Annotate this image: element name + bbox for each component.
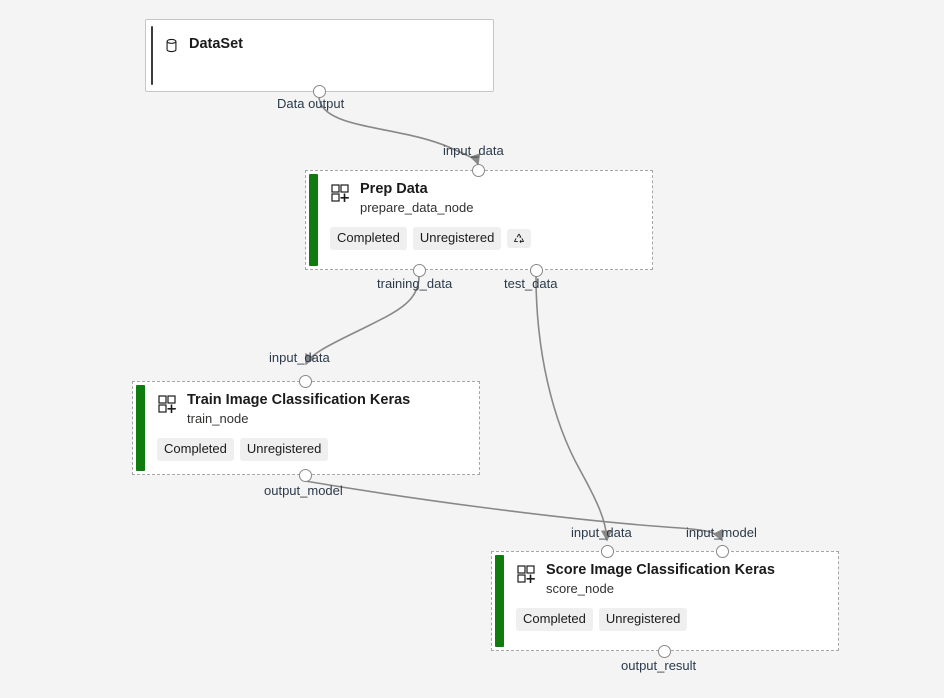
node-score-image-classification-keras[interactable]: Score Image Classification Keras score_n… <box>491 551 839 651</box>
node-subtitle: train_node <box>187 411 249 426</box>
node-badges: Completed Unregistered <box>516 608 826 631</box>
port-train-output-model[interactable] <box>299 469 312 482</box>
port-score-input-data[interactable] <box>601 545 614 558</box>
node-accent-bar <box>309 174 318 266</box>
port-score-output-result[interactable] <box>658 645 671 658</box>
port-label-prep-test-data: test_data <box>504 276 558 291</box>
port-label-prep-training-data: training_data <box>377 276 453 291</box>
node-dataset[interactable]: DataSet <box>145 19 494 92</box>
node-subtitle: prepare_data_node <box>360 200 474 215</box>
recycle-reuse-icon[interactable] <box>507 229 532 248</box>
node-accent-bar <box>495 555 504 647</box>
edge-train-to-score-model <box>304 480 723 542</box>
port-prep-test-data[interactable] <box>530 264 543 277</box>
node-badges: Completed Unregistered <box>330 227 640 250</box>
node-train-image-classification-keras[interactable]: Train Image Classification Keras train_n… <box>132 381 480 475</box>
port-label-score-input-model: input_model <box>686 525 757 540</box>
status-badge-registration: Unregistered <box>412 227 502 250</box>
port-train-input-data[interactable] <box>299 375 312 388</box>
node-accent-bar <box>151 26 153 85</box>
module-grid-plus-icon <box>331 184 349 202</box>
port-label-train-output-model: output_model <box>264 483 343 498</box>
status-badge-completed: Completed <box>516 608 593 631</box>
port-prep-training-data[interactable] <box>413 264 426 277</box>
status-badge-registration: Unregistered <box>239 438 329 461</box>
node-prep-data[interactable]: Prep Data prepare_data_node Completed Un… <box>305 170 653 270</box>
node-badges: Completed Unregistered <box>157 438 467 461</box>
status-badge-registration: Unregistered <box>598 608 688 631</box>
node-title: Score Image Classification Keras <box>546 562 775 578</box>
node-title: Prep Data <box>360 181 428 197</box>
port-label-train-input-data: input_data <box>269 350 330 365</box>
module-grid-plus-icon <box>517 565 535 583</box>
database-cylinder-icon <box>166 38 177 53</box>
node-title: DataSet <box>189 36 243 52</box>
node-title: Train Image Classification Keras <box>187 392 411 408</box>
port-prep-input-data[interactable] <box>472 164 485 177</box>
status-badge-completed: Completed <box>157 438 234 461</box>
port-label-dataset-data-output: Data output <box>277 96 345 111</box>
port-score-input-model[interactable] <box>716 545 729 558</box>
module-grid-plus-icon <box>158 395 176 413</box>
port-dataset-data-output[interactable] <box>313 85 326 98</box>
node-accent-bar <box>136 385 145 471</box>
edge-prep-to-score-data <box>535 275 613 542</box>
port-label-score-input-data: input_data <box>571 525 632 540</box>
port-label-prep-input-data: input_data <box>443 143 504 158</box>
port-label-score-output-result: output_result <box>621 658 697 673</box>
status-badge-completed: Completed <box>330 227 407 250</box>
node-subtitle: score_node <box>546 581 614 596</box>
